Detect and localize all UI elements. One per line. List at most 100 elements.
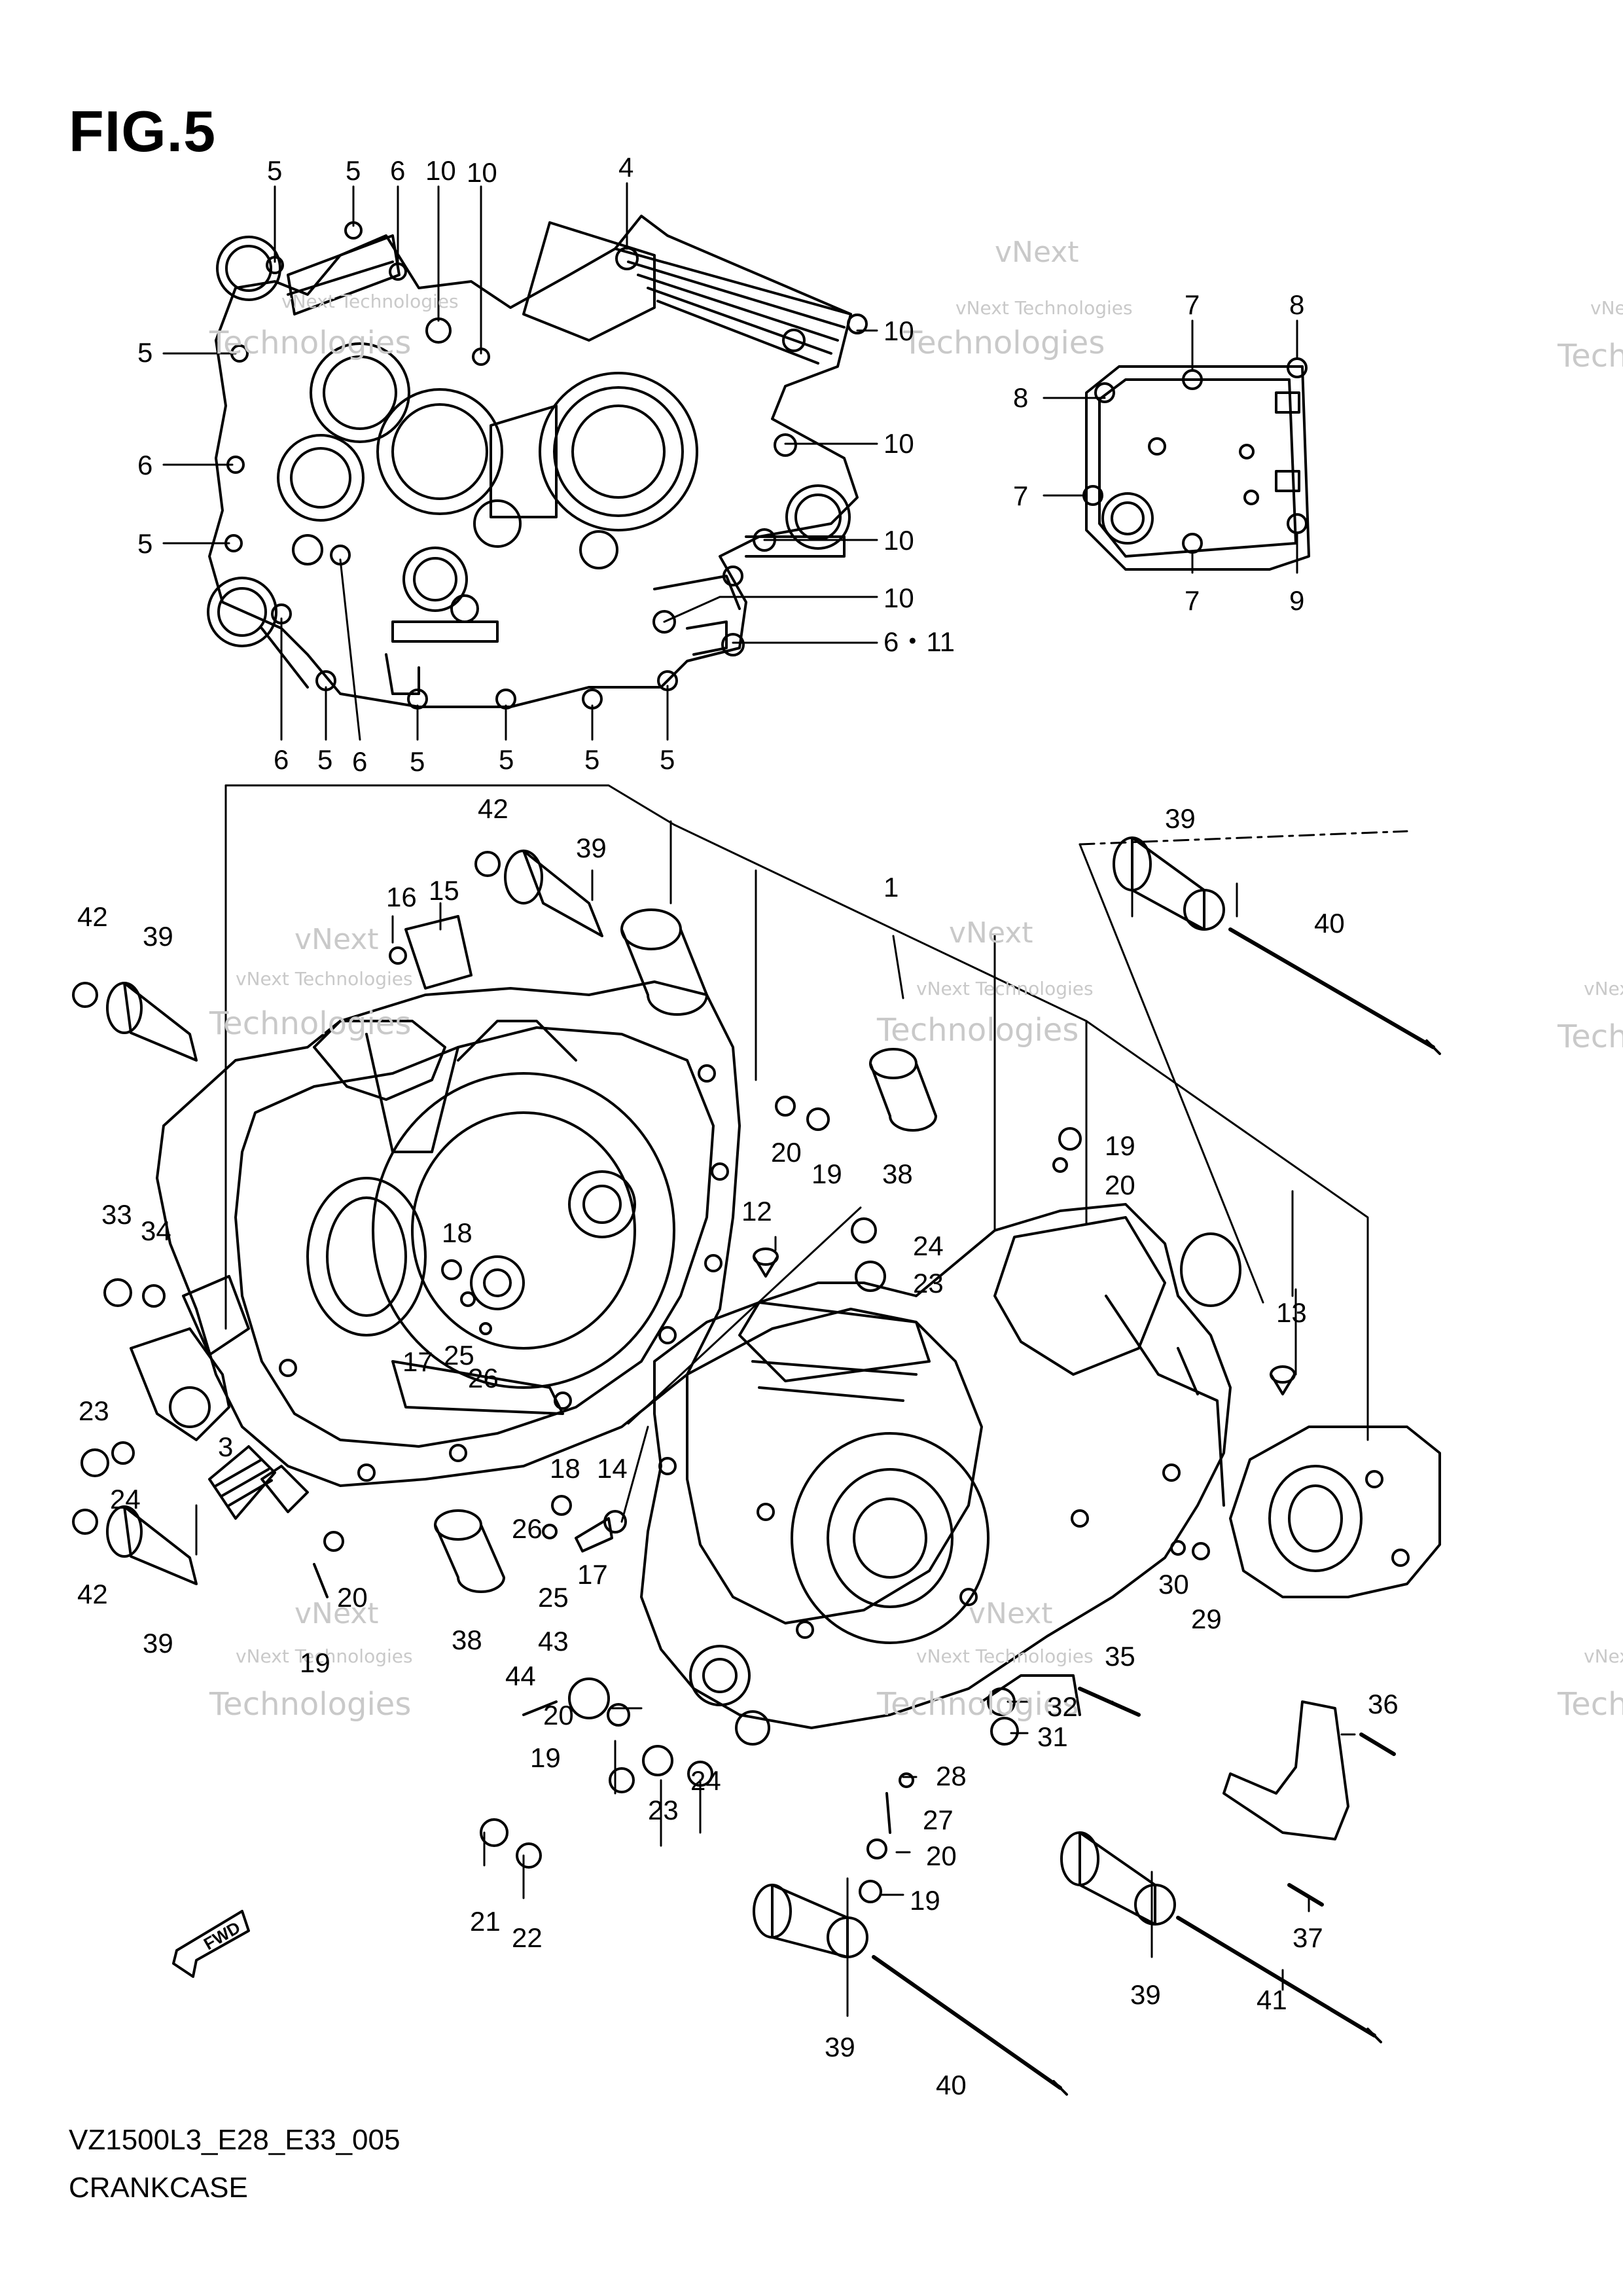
callout-label: 34: [141, 1215, 171, 1246]
svg-text:Technologies: Technologies: [209, 325, 411, 361]
svg-text:Technologies: Technologies: [876, 1686, 1079, 1723]
callout-label: 1: [883, 872, 899, 903]
svg-text:Technologies: Technologies: [876, 1012, 1079, 1049]
top-leader-lines: [162, 182, 1298, 741]
callout-label: 38: [882, 1158, 913, 1189]
callout-label: 25: [444, 1340, 474, 1371]
assembly-name: CRANKCASE: [69, 2172, 248, 2204]
sleeve-top-center: [504, 850, 603, 937]
main-exploded-view: [72, 784, 1441, 2096]
callout-label: 20: [1105, 1170, 1135, 1200]
callout-label: 7: [1013, 480, 1028, 511]
callout-label: 5: [499, 744, 514, 775]
callout-label: 18: [442, 1217, 473, 1248]
callout-label: 7: [1185, 289, 1200, 320]
svg-text:vNext: vNext: [294, 1597, 379, 1630]
callout-label: 26: [512, 1513, 543, 1544]
callout-label: 32: [1047, 1691, 1078, 1722]
svg-text:vNext: vNext: [969, 1597, 1053, 1630]
svg-text:vNext Technologies: vNext Technologies: [916, 978, 1094, 999]
svg-text:vNext Technologies: vNext Technologies: [1590, 297, 1623, 319]
callout-label: 40: [1314, 908, 1345, 939]
callout-label: 27: [923, 1804, 954, 1835]
callout-label: 39: [576, 833, 607, 863]
callout-label: 21: [470, 1906, 501, 1937]
callout-label: 5: [267, 155, 282, 186]
callout-label: 36: [1368, 1689, 1399, 1719]
callout-label: 4: [618, 152, 633, 183]
callout-label: 28: [936, 1761, 967, 1791]
svg-text:vNext Technologies: vNext Technologies: [916, 1645, 1094, 1667]
callout-label: 12: [741, 1196, 772, 1227]
svg-text:vNext Technologies: vNext Technologies: [955, 297, 1133, 319]
callout-label: 35: [1105, 1641, 1135, 1672]
callout-label: 6: [390, 155, 405, 186]
callout-label: 30: [1158, 1569, 1189, 1600]
callout-label: 3: [218, 1431, 233, 1462]
svg-text:Technologies: Technologies: [1557, 1686, 1623, 1723]
callout-label: 8: [1013, 382, 1028, 413]
callout-label: 6: [137, 450, 152, 480]
svg-text:Technologies: Technologies: [1557, 338, 1623, 374]
callout-label: 39: [1130, 1979, 1161, 2010]
sleeve-bottom-center: [753, 1884, 868, 1958]
callout-label: 17: [577, 1559, 608, 1590]
callout-label: 19: [812, 1158, 842, 1189]
callout-label: 24: [690, 1765, 721, 1796]
sleeve-top-left: [106, 982, 198, 1062]
callout-label: 23: [648, 1795, 679, 1825]
callout-label: 26: [468, 1363, 499, 1393]
callout-label: 10: [883, 315, 914, 346]
callout-label: 6・11: [883, 626, 955, 657]
svg-text:vNext Technologies: vNext Technologies: [1584, 978, 1623, 999]
callout-label: 7: [1185, 585, 1200, 616]
callout-label: 42: [478, 793, 508, 824]
svg-text:vNext Technologies: vNext Technologies: [281, 291, 459, 312]
cover-plate-view: [1082, 357, 1310, 571]
callout-label: 6: [352, 746, 367, 777]
svg-text:Technologies: Technologies: [209, 1686, 411, 1723]
callout-label: 39: [143, 921, 173, 952]
svg-text:Technologies: Technologies: [209, 1005, 411, 1042]
callout-label: 38: [452, 1624, 482, 1655]
callout-label: 18: [550, 1453, 580, 1484]
callout-label: 16: [386, 882, 417, 912]
svg-text:vNext Technologies: vNext Technologies: [236, 1645, 413, 1667]
callout-label: 19: [530, 1742, 561, 1773]
callout-label: 6: [274, 744, 289, 775]
callout-label: 20: [926, 1840, 957, 1871]
callout-label: 5: [137, 337, 152, 368]
callout-label: 5: [317, 744, 332, 775]
callout-label: 10: [883, 525, 914, 556]
callout-label: 13: [1276, 1297, 1307, 1328]
callout-label: 25: [538, 1582, 569, 1613]
callout-label: 20: [337, 1582, 368, 1613]
callout-label: 33: [101, 1199, 132, 1230]
crankcase-face-view: [207, 215, 868, 709]
callout-label: 39: [1165, 803, 1196, 834]
sleeve-bottom-left: [106, 1505, 198, 1585]
svg-text:vNext Technologies: vNext Technologies: [1584, 1645, 1623, 1667]
sleeve-top-right: [1113, 836, 1225, 931]
callout-label: 10: [883, 428, 914, 459]
callout-label: 10: [467, 157, 497, 188]
svg-text:Technologies: Technologies: [1557, 1018, 1623, 1055]
callout-label: 42: [77, 1579, 108, 1609]
callout-label: 41: [1257, 1984, 1287, 2015]
callout-label: 23: [79, 1395, 109, 1426]
callout-label: 24: [913, 1230, 944, 1261]
callout-label: 5: [660, 744, 675, 775]
figure-title: FIG.5: [69, 99, 217, 164]
callout-label: 20: [543, 1700, 574, 1731]
callout-label: 43: [538, 1626, 569, 1657]
callout-label: 10: [883, 583, 914, 613]
callout-label: 10: [425, 155, 456, 186]
callout-label: 44: [505, 1660, 536, 1691]
callout-label: 29: [1191, 1604, 1222, 1634]
callout-label: 8: [1289, 289, 1304, 320]
callout-label: 15: [429, 875, 459, 906]
model-code: VZ1500L3_E28_E33_005: [69, 2124, 401, 2156]
fwd-arrow: [172, 1910, 250, 1978]
